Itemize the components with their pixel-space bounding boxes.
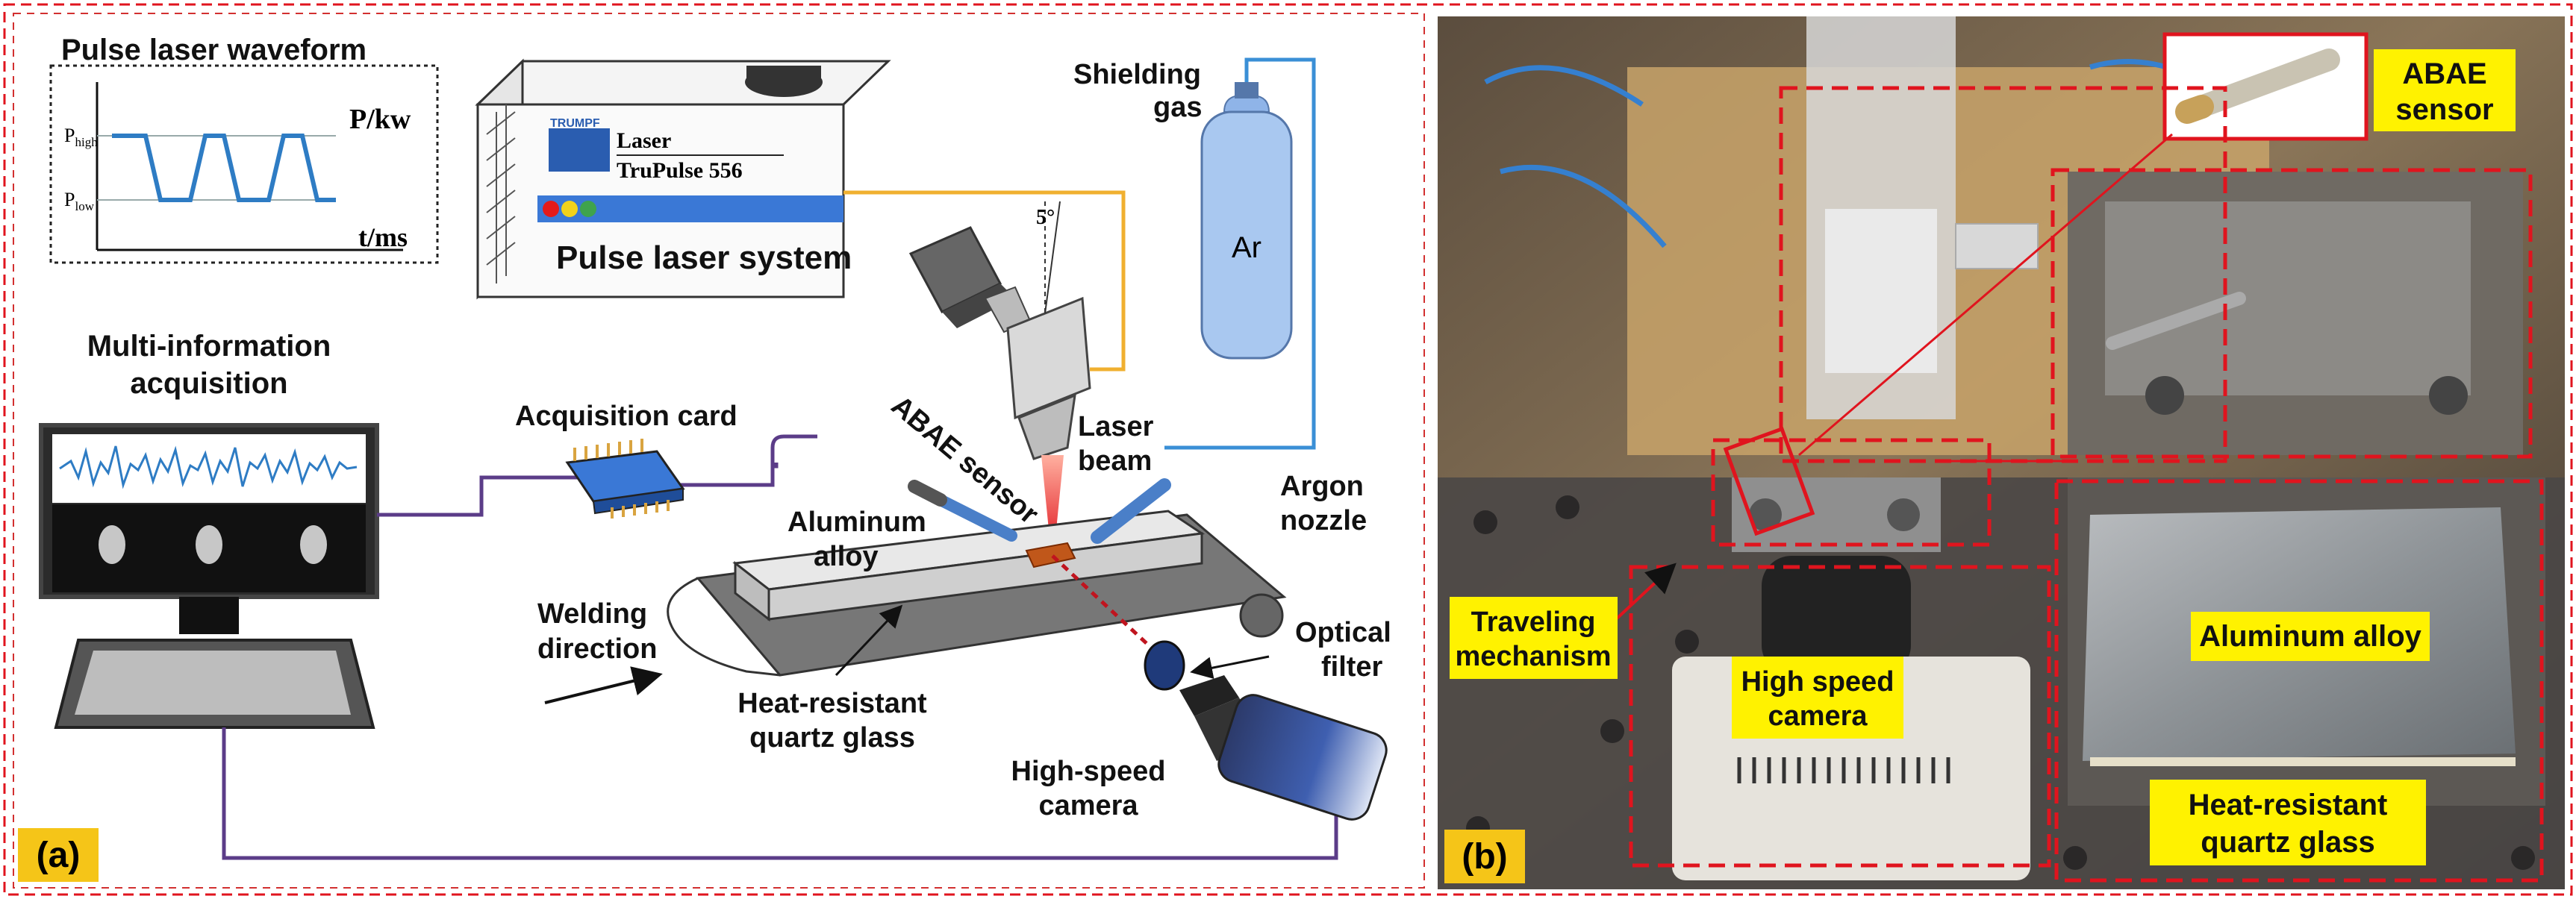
sensor-highlight: [1723, 426, 1815, 536]
laser-model-line2: TruPulse 556: [617, 158, 743, 183]
gas-name: Ar: [1232, 231, 1262, 264]
laser-system-caption: Pulse laser system: [556, 239, 852, 276]
camera-view-line: [1051, 554, 1162, 658]
pulse-waveform-inset: Pulse laser waveform Phigh Plow P/kw t/m…: [49, 34, 439, 264]
laser-head: 5°: [1006, 201, 1091, 460]
panel-b-badge-text: (b): [1462, 837, 1507, 877]
optical-filter: [1144, 640, 1185, 691]
aluminum-plate-end: [734, 560, 770, 622]
gas-hose: [1164, 57, 1316, 450]
argon-cylinder: Ar: [1200, 82, 1293, 360]
argon-nozzle: [1091, 478, 1171, 544]
quartz-glass-pointer: [835, 604, 903, 677]
laser-box-knob-body: [746, 66, 821, 82]
callout-frame-clamp: [1711, 438, 1992, 547]
panel-a-badge: [18, 828, 99, 882]
monitor: [39, 423, 379, 729]
sensor-callout-line: [1798, 133, 2173, 457]
abae-sensor-tag: [2374, 49, 2516, 131]
conveyor-roller: [1239, 593, 1284, 638]
waveform-box: [49, 64, 439, 264]
time-unit-label: t/ms: [358, 222, 408, 252]
p-high-label: Phigh: [64, 125, 98, 149]
traveling-mechanism-tag: [1450, 597, 1618, 679]
callout-frame-top: [1779, 86, 2227, 463]
laser-model-line1: Laser: [617, 128, 671, 153]
panel-b-badge: [1444, 830, 1525, 883]
camera-vents: [1737, 757, 1950, 783]
trumpf-brand: TRUMPF: [550, 117, 600, 130]
power-unit-label: P/kw: [349, 104, 411, 135]
angle-guide-tilted: [1044, 201, 1061, 314]
trumpf-logo-block: [549, 128, 610, 172]
acoustic-signal-trace: [59, 445, 358, 489]
laser-beam: [1041, 455, 1064, 552]
wire-card-sensor-2: [770, 434, 817, 466]
welding-platform: [667, 510, 1287, 677]
p-low-label: Plow: [64, 189, 95, 213]
wire-monitor-camera: [222, 727, 1338, 860]
outer-frame: [3, 3, 2573, 896]
optical-filter-pointer: [1190, 655, 1270, 680]
monitor-stand: [179, 597, 239, 634]
callout-frame-plate: [2054, 479, 2544, 883]
coaxial-camera: [908, 226, 1032, 333]
indicator-light-green: [580, 201, 596, 217]
zoom-clamp-plate: [2105, 201, 2471, 395]
acquisition-card-label: Acquisition card: [515, 401, 737, 432]
high-speed-camera-drawing: [1179, 675, 1388, 821]
laser-head-photo: [1825, 209, 1937, 373]
weld-pool: [1025, 542, 1076, 568]
fiber-cable: [843, 190, 1126, 372]
pulse-waveform-line: [112, 134, 336, 202]
traveling-pointer: [1615, 563, 1677, 621]
wire-monitor-card: [377, 475, 582, 517]
tilt-angle-label: 5°: [1036, 206, 1055, 229]
laser-side-vents: [486, 104, 516, 284]
welding-direction-arrow: [544, 666, 663, 704]
indicator-light-red: [543, 201, 559, 217]
pulse-laser-system: TRUMPF Laser TruPulse 556 Pulse laser sy…: [475, 58, 891, 300]
aluminum-alloy-tag: [2191, 612, 2430, 661]
camera-lens-photo: [1762, 556, 1911, 675]
quartz-glass-tag: [2150, 780, 2426, 865]
waveform-title: Pulse laser waveform: [61, 34, 367, 66]
keyboard-keys: [75, 651, 351, 715]
acquisition-card: [565, 439, 685, 519]
abb-box: [1955, 223, 2039, 269]
panel-a: Pulse laser waveform Phigh Plow P/kw t/m…: [13, 13, 1425, 889]
indicator-light-yellow: [561, 201, 578, 217]
laser-box-top: [475, 60, 891, 106]
panel-a-badge-text: (a): [37, 836, 81, 875]
aluminum-alloy-tag-text: Aluminum alloy: [2199, 620, 2422, 653]
callout-frame-camera: [1629, 565, 2051, 868]
callout-frame-zoom: [2050, 168, 2533, 459]
high-speed-camera-tag: [1732, 657, 1903, 739]
